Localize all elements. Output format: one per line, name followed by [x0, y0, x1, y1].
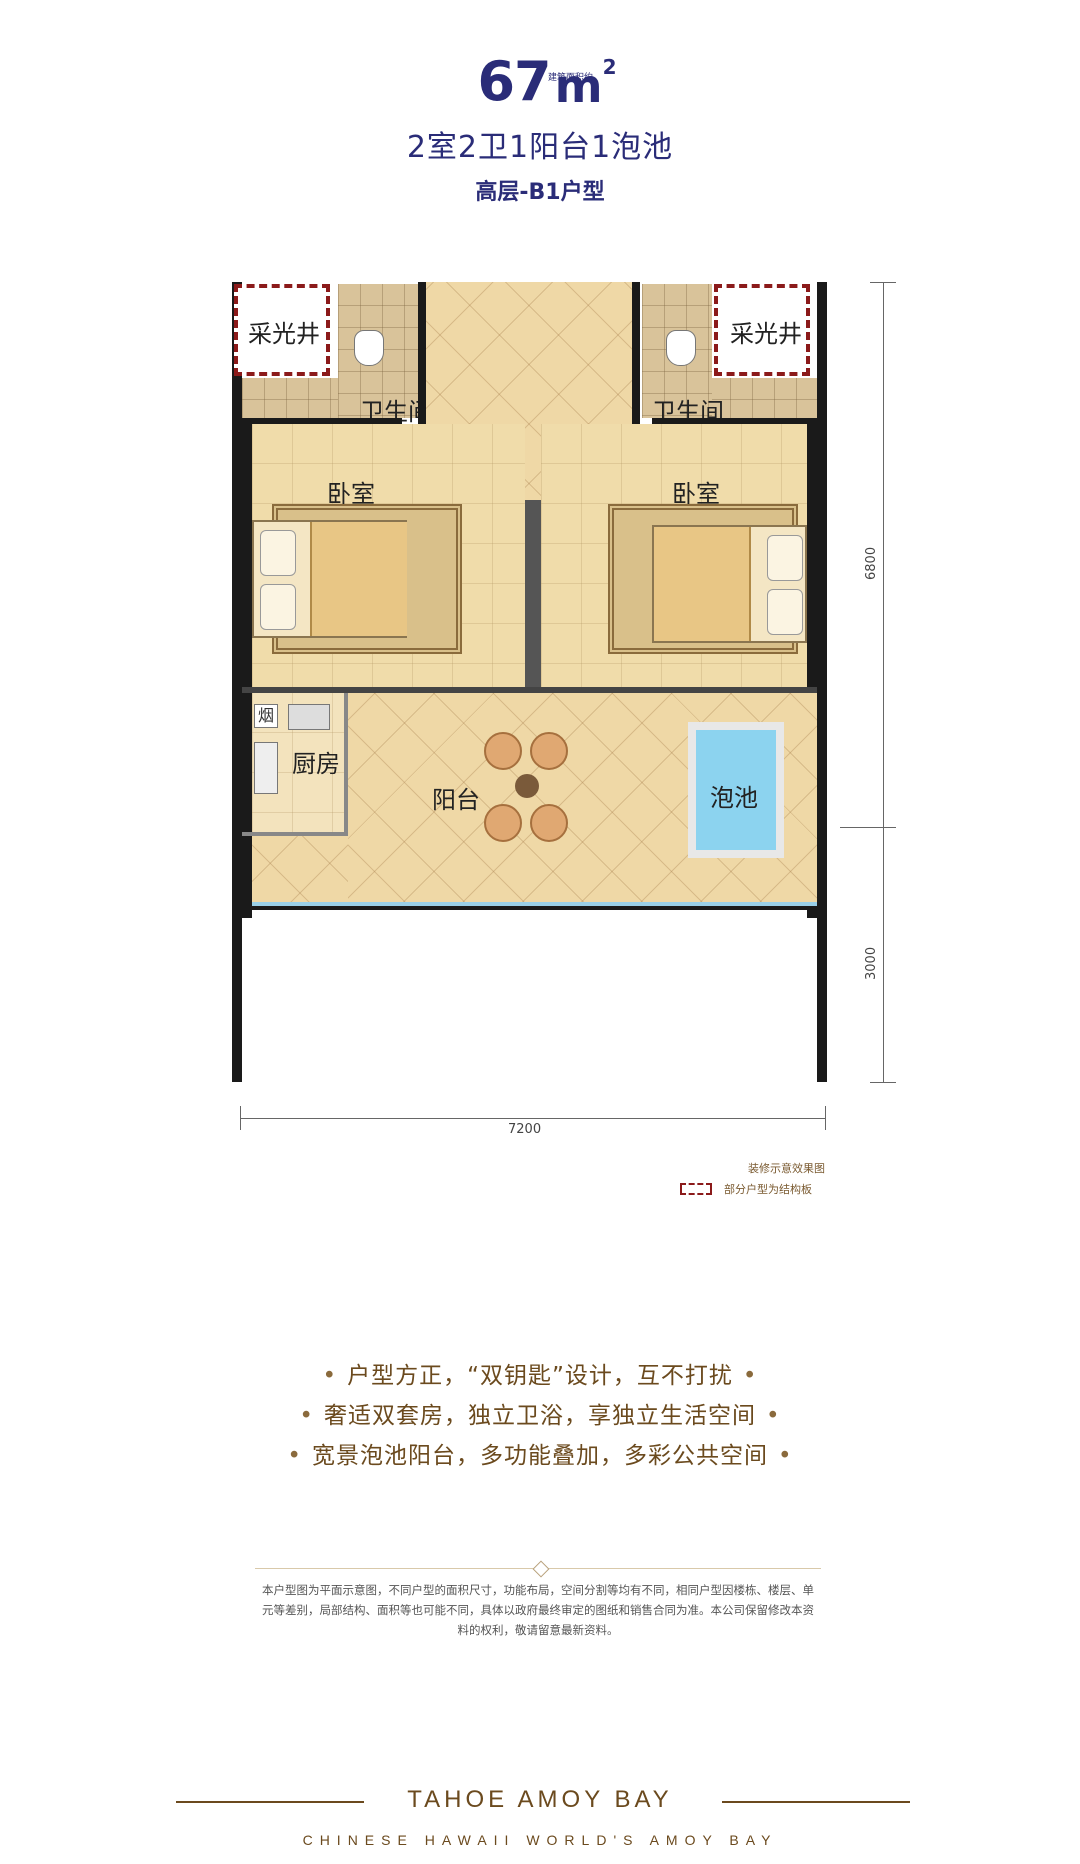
bullet: • — [322, 1363, 338, 1389]
chair-icon — [530, 732, 568, 770]
light-well-left-label: 采光井 — [248, 320, 320, 348]
chair-icon — [484, 804, 522, 842]
brand-name: TAHOE AMOY BAY — [407, 1786, 673, 1813]
bullet: • — [299, 1403, 314, 1429]
feature-2-text: 奢适双套房，独立卫浴，享独立生活空间 — [324, 1403, 756, 1429]
render-note: 装修示意效果图 — [748, 1162, 825, 1175]
brand-line-right — [722, 1801, 910, 1803]
wall-corridor-right — [632, 282, 640, 432]
brand-line-left — [176, 1801, 364, 1803]
balcony-left-corner — [252, 836, 348, 905]
stove-icon — [288, 704, 330, 730]
light-well-right: 采光井 — [714, 284, 810, 376]
light-well-left: 采光井 — [234, 284, 330, 376]
legend-note: 部分户型为结构板 — [724, 1183, 812, 1196]
area-number: 67 — [477, 50, 551, 113]
wall-bottom — [232, 906, 827, 910]
structural-slab-legend-icon — [680, 1183, 712, 1195]
bullet: • — [742, 1363, 758, 1389]
chair-icon — [484, 732, 522, 770]
stove-hood-char: 烟 — [257, 706, 274, 725]
feature-2: • 奢适双套房，独立卫浴，享独立生活空间 • — [0, 1396, 1080, 1430]
wall-left-thick — [232, 418, 252, 918]
dimension-tick — [870, 282, 896, 283]
kitchen-sink-icon — [254, 742, 278, 794]
light-well-right-label: 采光井 — [730, 320, 802, 348]
brand-tagline: CHINESE HAWAII WORLD'S AMOY BAY — [302, 1832, 778, 1848]
floor-plan: 采光井 采光井 卫生间 卫生间 卧室 卧室 烟 厨房 — [232, 282, 827, 1082]
bullet: • — [287, 1443, 302, 1469]
dimension-tick — [840, 827, 896, 828]
disclaimer-text: 本户型图为平面示意图，不同户型的面积尺寸，功能布局，空间分割等均有不同，相同户型… — [262, 1583, 814, 1637]
bullet: • — [778, 1443, 793, 1469]
dimension-7200: 7200 — [508, 1122, 542, 1137]
stove-hood-icon: 烟 — [254, 704, 278, 728]
dimension-3000: 3000 — [864, 946, 879, 980]
area-label: 建筑面积约 — [548, 73, 594, 83]
area-unit-sup: 2 — [602, 55, 617, 79]
wall-corridor-left — [418, 282, 426, 432]
bed-right — [652, 525, 807, 643]
pool-label: 泡池 — [710, 784, 758, 812]
dimension-tick — [870, 1082, 896, 1083]
dimension-6800: 6800 — [864, 546, 879, 580]
plunge-pool: 泡池 — [688, 722, 784, 858]
chair-icon — [530, 804, 568, 842]
kitchen-label: 厨房 — [292, 750, 340, 778]
dimension-line-horizontal — [240, 1118, 825, 1119]
dimension-tick — [825, 1106, 826, 1130]
dimension-tick — [240, 1106, 241, 1130]
layout-summary: 2室2卫1阳台1泡池 — [406, 130, 674, 165]
toilet-right-icon — [666, 330, 696, 366]
balcony-window — [252, 902, 817, 906]
unit-type-title: 高层-B1户型 — [475, 180, 605, 205]
bedroom-right-label: 卧室 — [672, 480, 720, 508]
feature-3-text: 宽景泡池阳台，多功能叠加，多彩公共空间 — [312, 1443, 768, 1469]
dimension-line-vertical — [883, 282, 884, 1082]
wall-bath-left — [242, 418, 402, 424]
feature-3: • 宽景泡池阳台，多功能叠加，多彩公共空间 • — [0, 1436, 1080, 1470]
feature-1: • 户型方正，“双钥匙”设计，互不打扰 • — [0, 1356, 1080, 1390]
diamond-ornament-icon — [532, 1560, 550, 1578]
balcony-label: 阳台 — [432, 786, 480, 814]
round-table-icon — [515, 774, 539, 798]
wall-bath-right — [652, 418, 812, 424]
balcony — [348, 693, 817, 905]
bullet: • — [766, 1403, 781, 1429]
bedroom-left-label: 卧室 — [327, 480, 375, 508]
wall-kitchen — [344, 693, 348, 833]
tv-wall — [525, 500, 541, 690]
wall-kitchen-bottom — [242, 832, 348, 836]
wall-balcony — [242, 687, 817, 693]
feature-1-text: 户型方正，“双钥匙”设计，互不打扰 — [347, 1363, 733, 1389]
bed-left — [252, 520, 407, 638]
toilet-left-icon — [354, 330, 384, 366]
